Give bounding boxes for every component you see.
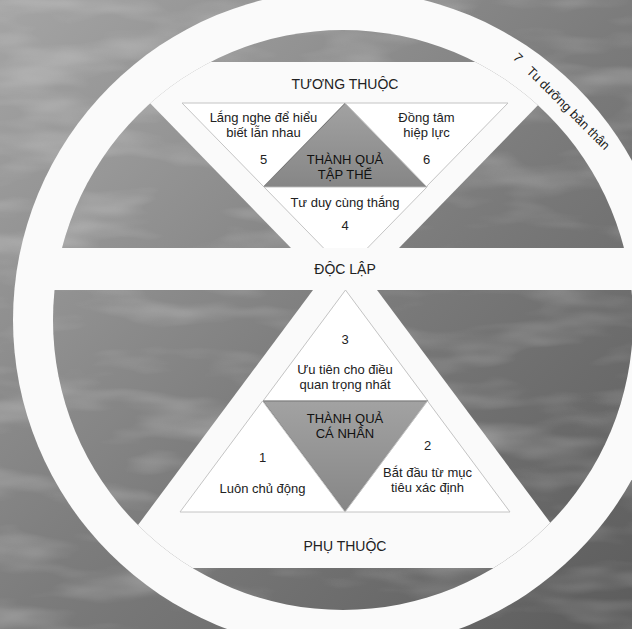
- text-holder: Ưu tiên cho điều quan trọng nhất: [295, 363, 395, 393]
- zone-label: TƯƠNG THUỘC: [245, 76, 445, 92]
- habit-label: Ưu tiên cho điều quan trọng nhất: [295, 363, 395, 393]
- text-holder: PHỤ THUỘC: [245, 538, 445, 554]
- text-holder: 4: [330, 219, 360, 234]
- text-holder: ĐỘC LẬP: [245, 261, 445, 277]
- habit-triangle-fill: [345, 401, 510, 512]
- habit-triangle: 3 Ưu tiên cho điều quan trọng nhất: [263, 290, 428, 401]
- text-holder: Tư duy cùng thắng: [275, 196, 415, 211]
- habit-label: Bắt đầu từ mục tiêu xác định: [373, 466, 483, 496]
- text-holder: 1: [248, 451, 278, 466]
- text-holder: 3: [330, 333, 360, 348]
- zone-fill: [110, 62, 580, 248]
- victory-label: THÀNH QUẢ CÁ NHÂN: [301, 412, 389, 442]
- habit-label: Tư duy cùng thắng: [275, 196, 415, 211]
- text-holder: THÀNH QUẢ CÁ NHÂN: [301, 412, 389, 442]
- callout-number: 3: [330, 333, 360, 348]
- dependence-zone: 3 Ưu tiên cho điều quan trọng nhấtTHÀNH Q…: [53, 290, 632, 629]
- text-holder: 2: [413, 439, 443, 454]
- text-holder: THÀNH QUẢ TẬP THỂ: [299, 153, 391, 183]
- habit-triangle-fill: [180, 401, 345, 512]
- callout-number: 5: [249, 153, 279, 168]
- habit-triangle-fill: [263, 290, 428, 401]
- callout-number: 1: [248, 451, 278, 466]
- habit-label: Lắng nghe để hiểu biết lẫn nhau: [203, 111, 325, 141]
- zone-fill: [106, 290, 584, 568]
- ring-inner-fill: [53, 30, 632, 610]
- text-holder: 6: [412, 153, 442, 168]
- text-holder: TƯƠNG THUỘC: [245, 76, 445, 92]
- text-holder: Luôn chủ động: [208, 482, 318, 497]
- callout-number: 6: [412, 153, 442, 168]
- ring-outer: [13, 0, 632, 629]
- habit-label: Đồng tâm hiệp lực: [392, 111, 462, 141]
- ring-inner-texture: [53, 30, 632, 610]
- zone-label: ĐỘC LẬP: [245, 261, 445, 277]
- text-holder: Bắt đầu từ mục tiêu xác định: [373, 466, 483, 496]
- callout-number: 2: [413, 439, 443, 454]
- text-holder: Lắng nghe để hiểu biết lẫn nhau: [203, 111, 325, 141]
- text-holder: 5: [249, 153, 279, 168]
- independence-band: ĐỘC LẬP: [40, 248, 632, 290]
- habit-ring: Lắng nghe để hiểu biết lẫn nhau5THÀNH QU…: [13, 0, 632, 629]
- interdependence-zone: Lắng nghe để hiểu biết lẫn nhau 5 THÀNH QU…: [53, 30, 632, 248]
- habit-label: Luôn chủ động: [208, 482, 318, 497]
- callout-number: 4: [330, 219, 360, 234]
- text-holder: Đồng tâm hiệp lực: [392, 111, 462, 141]
- habit-triangle-fill: [345, 103, 508, 187]
- victory-label: THÀNH QUẢ TẬP THỂ: [299, 153, 391, 183]
- zone-label: PHỤ THUỘC: [245, 538, 445, 554]
